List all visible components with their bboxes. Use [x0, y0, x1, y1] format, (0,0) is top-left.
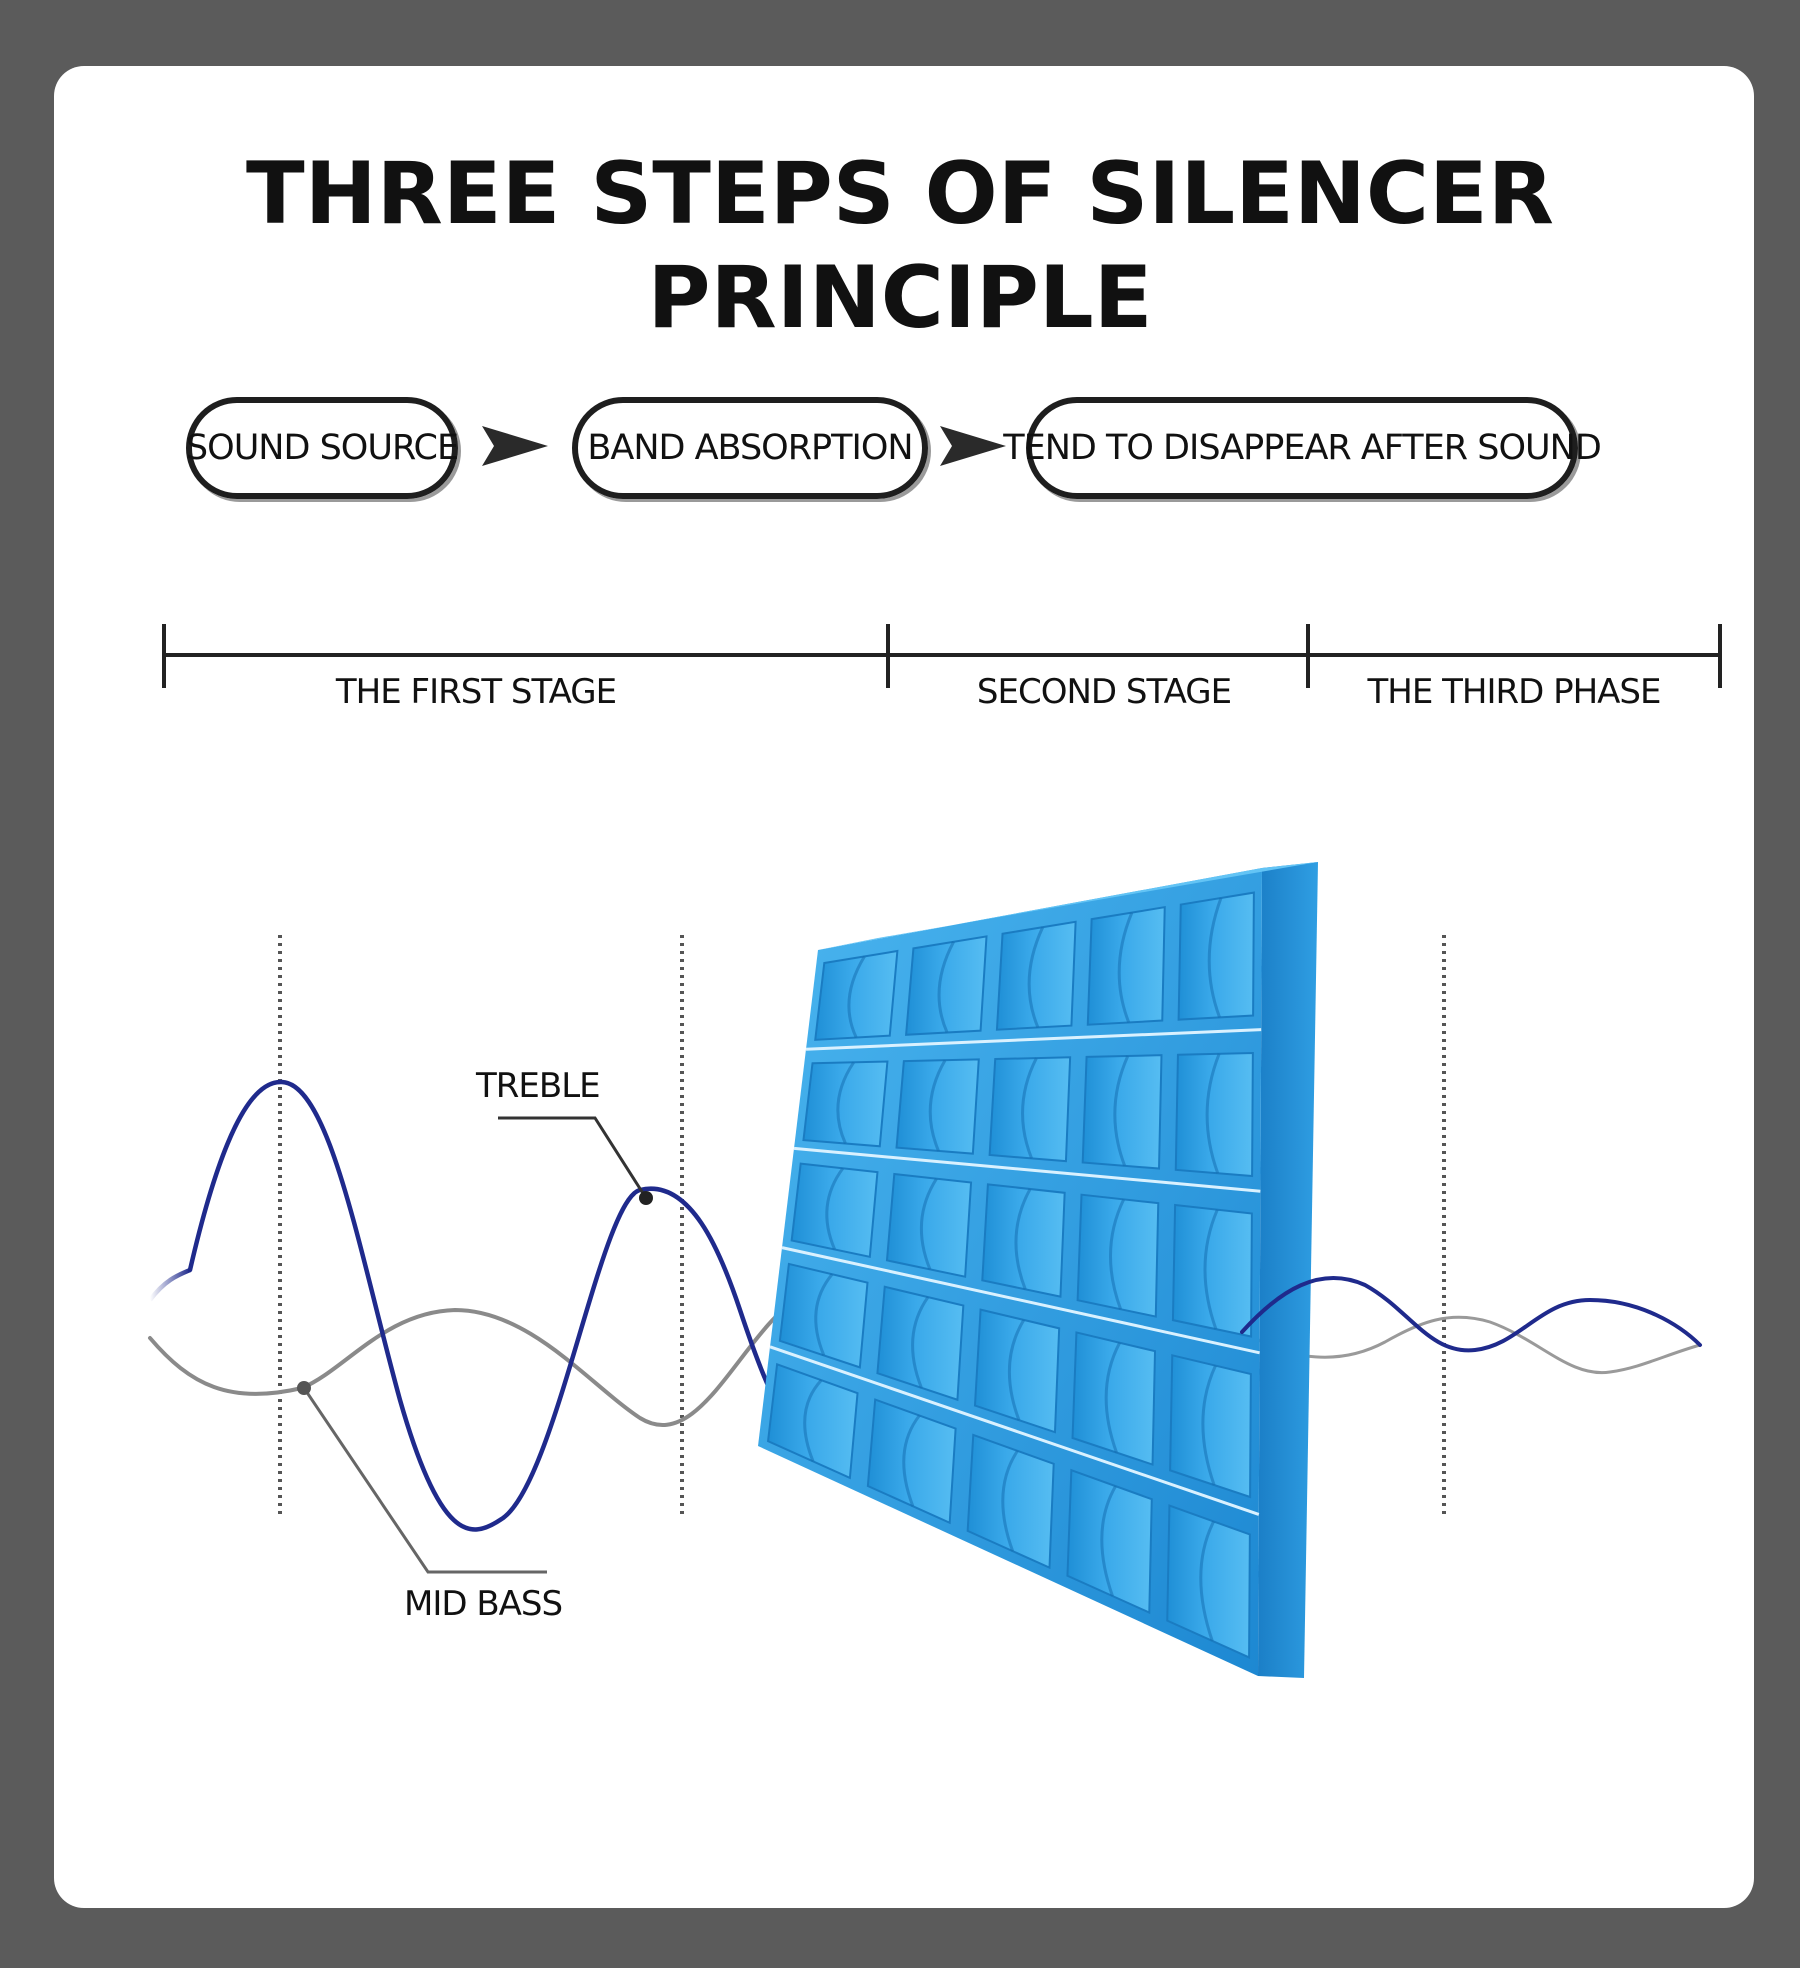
- foam-cell-curve: [902, 1414, 921, 1507]
- mid-bass-leader: [297, 1381, 547, 1574]
- foam-cell-curve: [1205, 1053, 1221, 1174]
- foam-cell-curve: [1027, 926, 1045, 1029]
- foam-cell: [1169, 1354, 1252, 1499]
- foam-cell: [1177, 891, 1255, 1021]
- foam-cell-curve: [1014, 1188, 1032, 1290]
- foam-cell-curve: [1199, 1520, 1216, 1642]
- foam-cell: [778, 1262, 869, 1369]
- foam-cell-curve: [928, 1059, 947, 1152]
- foam-groove: [805, 1028, 1262, 1051]
- foam-cell-curve: [911, 1296, 930, 1389]
- stage-label-second: SECOND STAGE: [976, 672, 1232, 712]
- foam-cell-curve: [814, 1273, 834, 1356]
- foam-cell: [1071, 1331, 1157, 1466]
- foam-cell-curve: [1108, 1198, 1126, 1310]
- foam-cell-curve: [1021, 1057, 1038, 1159]
- foam-cell: [766, 1362, 859, 1480]
- foam-cell-curve: [1203, 1209, 1219, 1330]
- dotted-guides: [278, 935, 1446, 1515]
- foam-groove: [781, 1246, 1260, 1355]
- stage-label-third: THE THIRD PHASE: [1367, 672, 1662, 712]
- foam-groove: [793, 1146, 1261, 1193]
- foam-cell-curve: [825, 1167, 845, 1251]
- foam-cell: [876, 1285, 965, 1402]
- step-sound-source: SOUND SOURCE: [186, 397, 459, 499]
- treble-leader: [498, 1116, 653, 1205]
- stage-ruler: [162, 624, 1722, 688]
- foam-cell: [995, 920, 1077, 1031]
- foam-groove: [769, 1345, 1260, 1516]
- page-title: THREE STEPS OF SILENCER PRINCIPLE: [0, 142, 1800, 350]
- foam-cell-curve: [1100, 1485, 1117, 1597]
- foam-cell-curve: [1201, 1364, 1217, 1486]
- mid-bass-wave-after: [1248, 1315, 1702, 1375]
- foam-cell: [895, 1058, 980, 1155]
- foam-cell-curve: [919, 1177, 938, 1270]
- mid-bass-label: MID BASS: [404, 1584, 563, 1624]
- foam-cell: [1166, 1504, 1251, 1659]
- arrow-right-icon: [940, 426, 1006, 466]
- foam-cell-curve: [1113, 1055, 1130, 1167]
- foam-cell: [981, 1183, 1066, 1298]
- foam-cell: [1066, 1468, 1153, 1615]
- foam-cell: [1081, 1054, 1163, 1170]
- foam-cell-curve: [1104, 1342, 1121, 1454]
- foam-cell: [966, 1433, 1055, 1570]
- foam-cell-curve: [937, 941, 955, 1034]
- foam-cell-curve: [803, 1379, 823, 1462]
- step-disappear: TEND TO DISAPPEAR AFTER SOUND: [1003, 397, 1602, 499]
- foam-cell: [1171, 1203, 1253, 1338]
- foam-cell: [802, 1060, 889, 1148]
- arrow-right-icon: [482, 426, 548, 466]
- foam-cell-curve: [836, 1061, 855, 1145]
- foam-cell-curve: [847, 955, 866, 1039]
- foam-cell: [905, 935, 988, 1036]
- foam-cell-curve: [1001, 1450, 1019, 1552]
- foam-cell: [973, 1308, 1061, 1434]
- foam-cell: [814, 949, 899, 1041]
- foam-cell: [988, 1056, 1072, 1163]
- foam-cell: [1086, 906, 1166, 1026]
- foam-cell: [885, 1172, 973, 1278]
- foam-cell: [866, 1398, 957, 1525]
- stage-label-first: THE FIRST STAGE: [335, 672, 617, 712]
- step-band-absorption: BAND ABSORPTION: [572, 397, 928, 499]
- foam-cell-curve: [1007, 1319, 1026, 1421]
- treble-wave-fade: [148, 1267, 191, 1302]
- foam-cell-curve: [1207, 897, 1223, 1018]
- foam-cell: [1174, 1052, 1254, 1178]
- treble-label: TREBLE: [476, 1066, 601, 1106]
- treble-wave-after: [1240, 1276, 1702, 1353]
- acoustic-foam-panel: [758, 862, 1318, 1678]
- foam-cell-curve: [1117, 912, 1134, 1023]
- foam-cell: [1076, 1193, 1160, 1318]
- title-line-1: THREE STEPS OF SILENCER: [246, 144, 1554, 244]
- foam-cell: [790, 1162, 879, 1259]
- title-line-2: PRINCIPLE: [647, 248, 1153, 348]
